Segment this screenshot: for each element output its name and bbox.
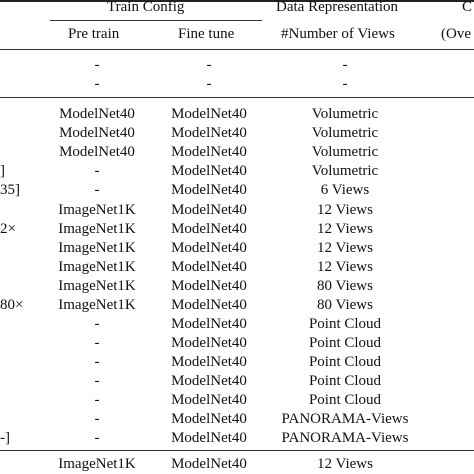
row-fine-tune: ModelNet40 (171, 202, 247, 218)
baseline-section-rule (0, 97, 474, 98)
row-data-representation: 12 Views (317, 202, 373, 218)
row-pre-train: ImageNet1K (58, 240, 136, 256)
row-fine-tune: ModelNet40 (171, 144, 247, 160)
row-pre-train: - (94, 182, 100, 198)
row-method-partial: -] (0, 430, 10, 446)
header-fine-tune: Fine tune (178, 26, 235, 42)
row-pre-train: - (94, 354, 100, 370)
row-fine-tune: ModelNet40 (171, 240, 247, 256)
row-fine-tune: ModelNet40 (171, 182, 247, 198)
row-data-representation: 80 Views (317, 297, 373, 313)
row-pre-train: - (94, 163, 100, 179)
row-data-representation: Point Cloud (308, 335, 382, 351)
row-method-partial: 2× (0, 221, 16, 237)
row-fine-tune: ModelNet40 (171, 392, 247, 408)
row-fine-tune: ModelNet40 (171, 297, 247, 313)
header-last-sub: (Ove (441, 26, 471, 42)
header-pre-train: Pre train (68, 26, 120, 42)
row-data-representation: 12 Views (317, 221, 373, 237)
final-row-data: 12 Views (317, 456, 373, 472)
row-data-representation: 80 Views (317, 278, 373, 294)
row-fine-tune: ModelNet40 (171, 316, 247, 332)
final-row-pre-train: ImageNet1K (58, 456, 136, 472)
row-pre-train: ImageNet1K (58, 259, 136, 275)
row-pre-train: - (94, 430, 100, 446)
header-num-views: #Number of Views (281, 26, 395, 42)
row-pre-train: ImageNet1K (58, 278, 136, 294)
row-fine-tune: - (206, 57, 212, 73)
row-fine-tune: ModelNet40 (171, 430, 247, 446)
header-bottom-rule (0, 49, 474, 50)
row-data-representation: 6 Views (320, 182, 370, 198)
row-data-representation: - (342, 76, 348, 92)
row-pre-train: - (94, 411, 100, 427)
row-fine-tune: ModelNet40 (171, 411, 247, 427)
row-pre-train: ImageNet1K (58, 202, 136, 218)
row-fine-tune: ModelNet40 (171, 125, 247, 141)
header-data-representation: Data Representation (276, 0, 399, 15)
row-fine-tune: - (206, 76, 212, 92)
row-data-representation: Volumetric (311, 144, 379, 160)
row-fine-tune: ModelNet40 (171, 221, 247, 237)
row-pre-train: - (94, 76, 100, 92)
row-data-representation: Point Cloud (308, 392, 382, 408)
row-pre-train: ModelNet40 (59, 144, 135, 160)
row-data-representation: PANORAMA-Views (281, 430, 409, 446)
row-data-representation: Point Cloud (308, 316, 382, 332)
row-fine-tune: ModelNet40 (171, 106, 247, 122)
header-last-group: C (462, 0, 473, 15)
row-fine-tune: ModelNet40 (171, 259, 247, 275)
row-data-representation: Volumetric (311, 125, 379, 141)
final-section-rule (0, 450, 474, 451)
final-row-fine-tune: ModelNet40 (171, 456, 247, 472)
row-fine-tune: ModelNet40 (171, 278, 247, 294)
row-data-representation: 12 Views (317, 240, 373, 256)
row-pre-train: ImageNet1K (58, 297, 136, 313)
row-data-representation: 12 Views (317, 259, 373, 275)
row-pre-train: - (94, 335, 100, 351)
row-data-representation: - (342, 57, 348, 73)
top-rule (0, 0, 474, 2)
row-method-partial: 35] (0, 182, 20, 198)
header-train-config: Train Config (107, 0, 185, 15)
row-data-representation: PANORAMA-Views (281, 411, 409, 427)
row-fine-tune: ModelNet40 (171, 373, 247, 389)
row-fine-tune: ModelNet40 (171, 335, 247, 351)
train-config-underline (50, 20, 262, 21)
row-data-representation: Volumetric (311, 163, 379, 179)
row-pre-train: ModelNet40 (59, 106, 135, 122)
row-pre-train: - (94, 57, 100, 73)
row-method-partial: ] (0, 163, 5, 179)
row-pre-train: - (94, 316, 100, 332)
row-pre-train: ImageNet1K (58, 221, 136, 237)
row-data-representation: Volumetric (311, 106, 379, 122)
row-pre-train: - (94, 392, 100, 408)
row-data-representation: Point Cloud (308, 373, 382, 389)
row-fine-tune: ModelNet40 (171, 354, 247, 370)
row-pre-train: - (94, 373, 100, 389)
row-fine-tune: ModelNet40 (171, 163, 247, 179)
row-data-representation: Point Cloud (308, 354, 382, 370)
row-method-partial: 80× (0, 297, 24, 313)
row-pre-train: ModelNet40 (59, 125, 135, 141)
